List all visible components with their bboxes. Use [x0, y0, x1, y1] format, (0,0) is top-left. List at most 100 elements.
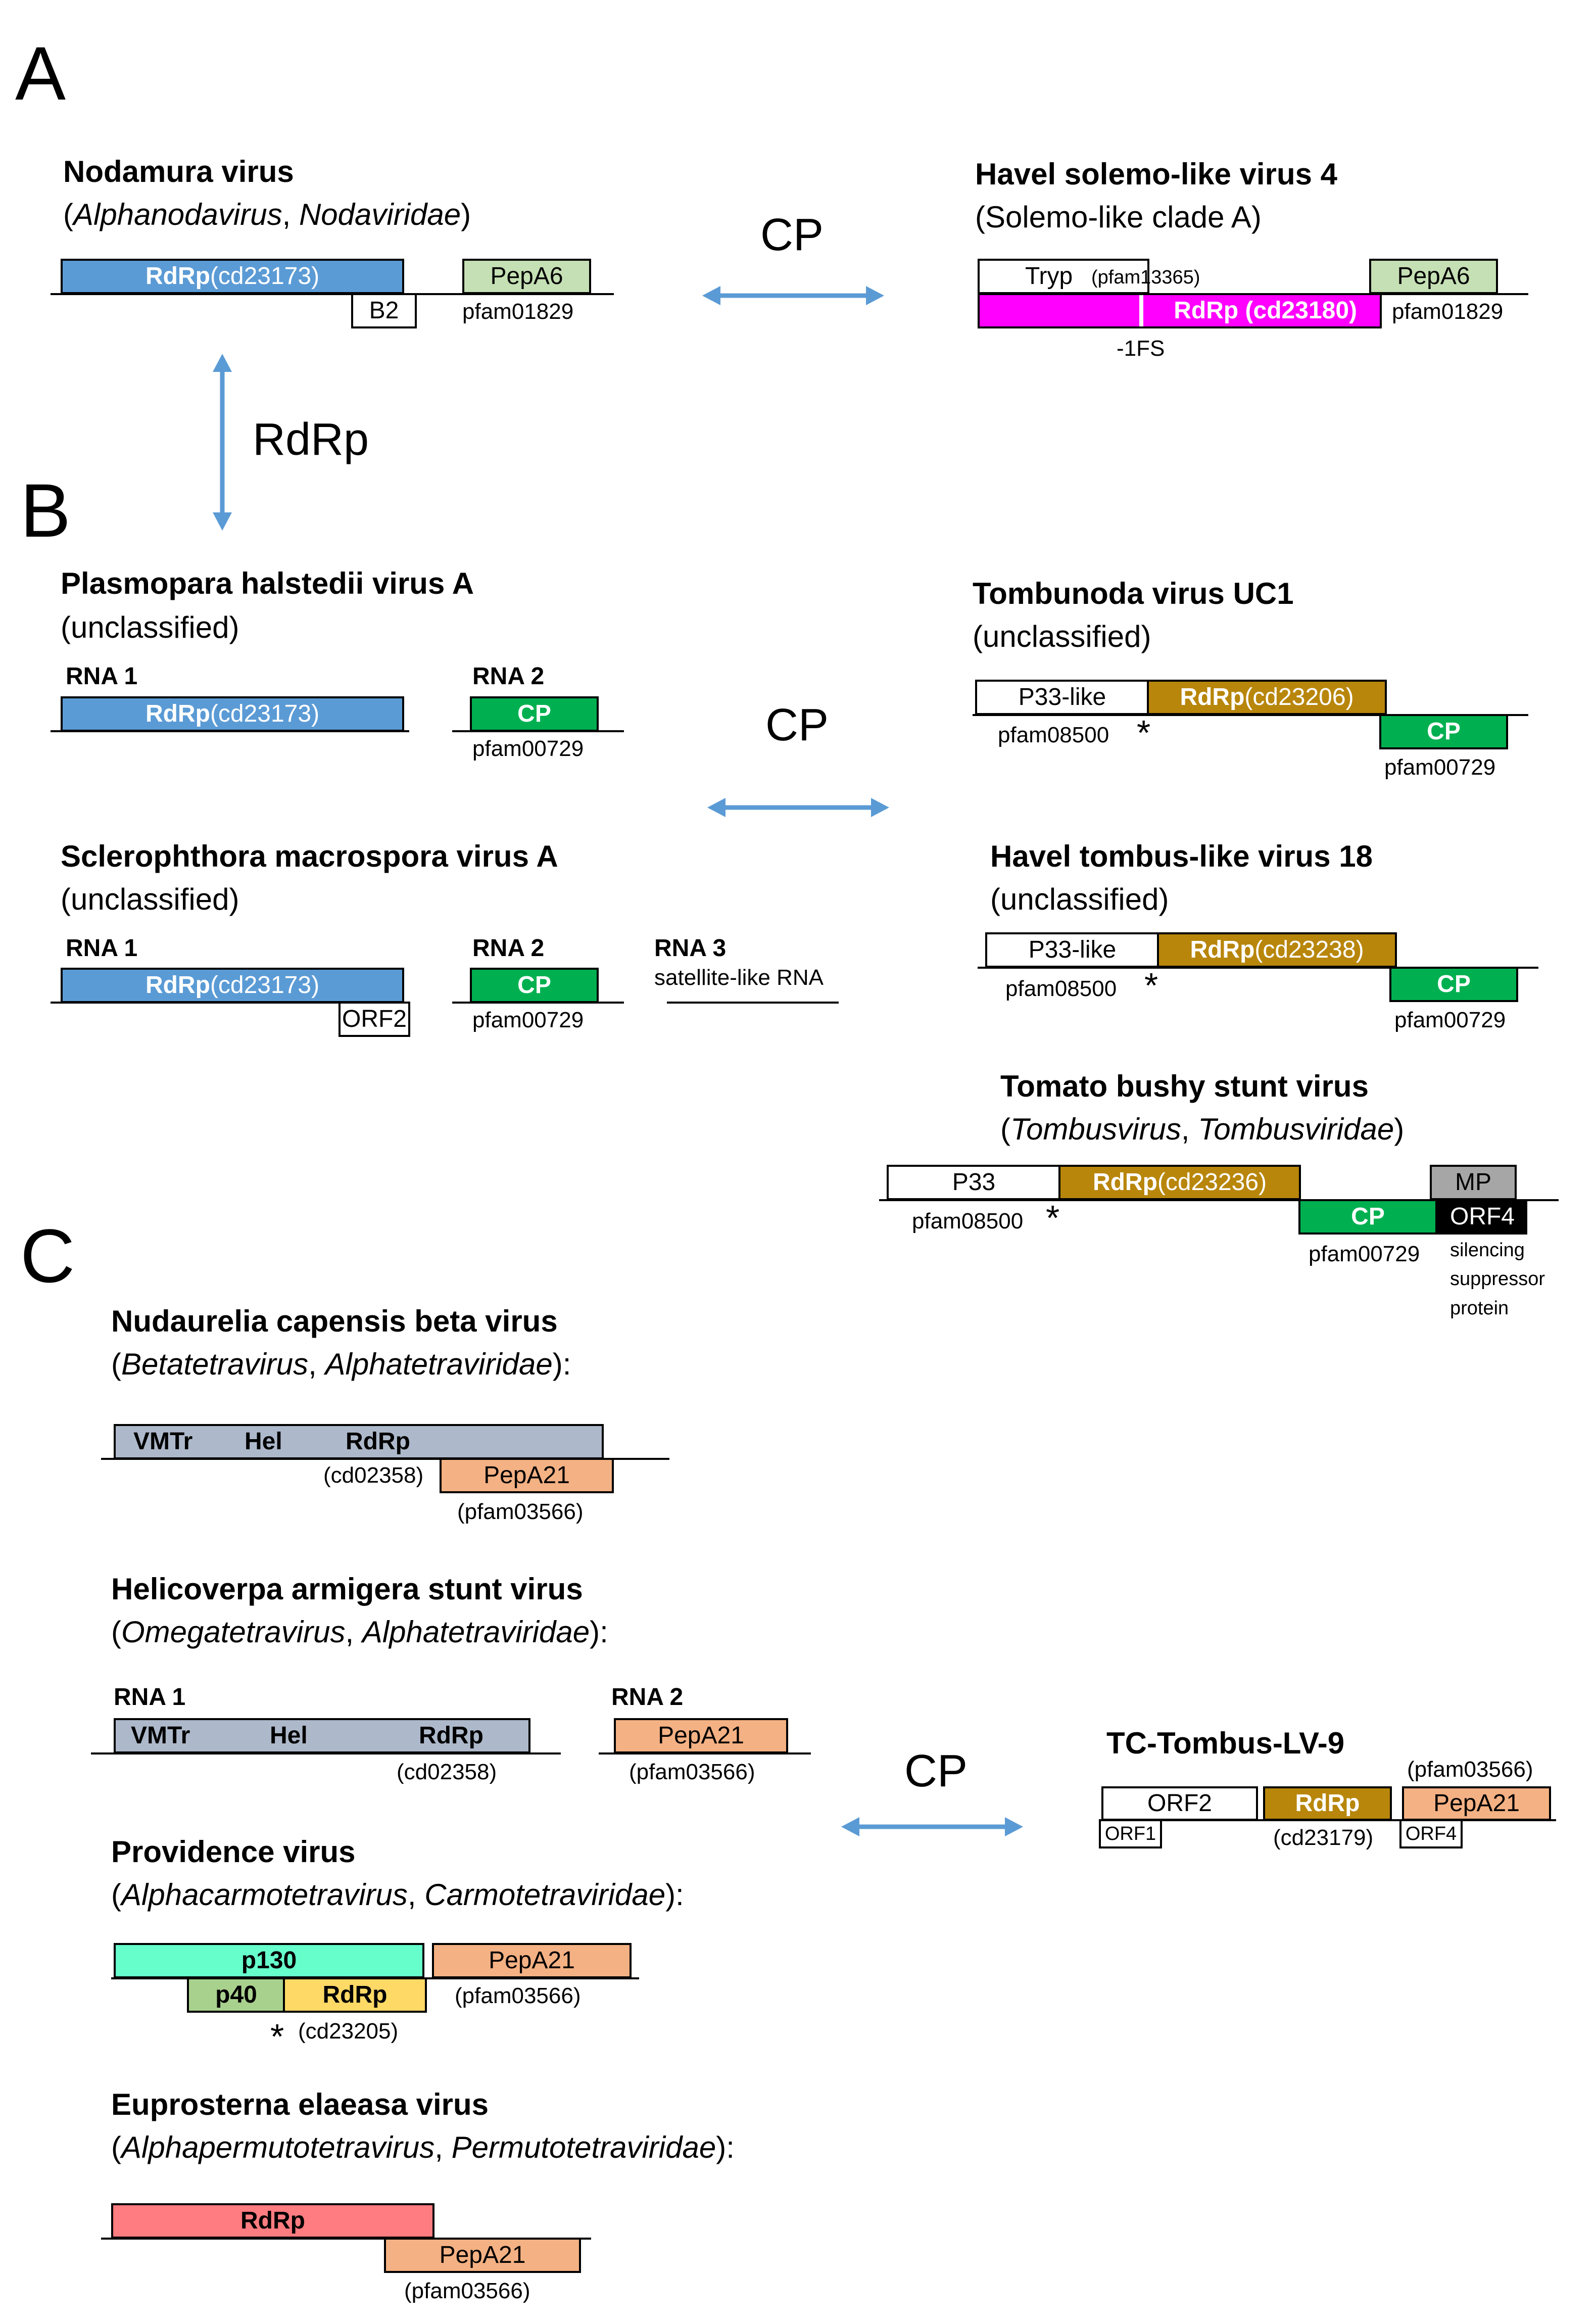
rdrp-domain: RdRp (cd23173)	[61, 968, 404, 1003]
pepa6-domain: PepA6	[462, 259, 591, 294]
virus-taxonomy-nudaurelia: (Betatetravirus, Alphatetraviridae):	[111, 1347, 571, 1381]
rdrp-domain: RdRp	[1263, 1786, 1392, 1821]
rdrp-domain-label: RdRp	[346, 1428, 410, 1455]
virus-name-havel-tombus-18: Havel tombus-like virus 18	[990, 839, 1373, 873]
pfam-id: pfam00729	[1394, 1008, 1506, 1032]
pfam-id: (pfam03566)	[457, 1499, 584, 1524]
p33-domain: P33	[887, 1165, 1061, 1200]
silencing-suppressor-label: silencing	[1450, 1240, 1525, 1261]
virus-name-euprosterna: Euprosterna elaeasa virus	[111, 2088, 489, 2121]
pepa21-domain: PepA21	[440, 1458, 614, 1493]
frameshift-label: -1FS	[1117, 336, 1165, 361]
virus-taxonomy-sclerophthora: (unclassified)	[61, 882, 239, 916]
rdrp-domain: RdRp (cd23180)	[978, 293, 1382, 328]
arrow-label-cp-b: CP	[765, 700, 829, 750]
orf4-domain: ORF4	[1437, 1199, 1527, 1235]
virus-name-tombunoda: Tombunoda virus UC1	[973, 577, 1294, 610]
virus-taxonomy-havel-tombus-18: (unclassified)	[990, 882, 1169, 916]
pepa21-domain: PepA21	[432, 1943, 632, 1978]
mp-domain: MP	[1430, 1165, 1517, 1200]
vmtr-domain-label: VMTr	[131, 1722, 190, 1749]
pfam-id: pfam00729	[472, 1008, 584, 1032]
orf-box-orf1: ORF1	[1099, 1819, 1162, 1848]
rna-label: RNA 2	[611, 1684, 684, 1711]
pfam-id: pfam08500	[1005, 976, 1117, 1001]
virus-name-helicoverpa: Helicoverpa armigera stunt virus	[111, 1572, 583, 1606]
p33-like-domain: P33-like	[985, 932, 1159, 968]
orf-box-orf2: ORF2	[338, 1002, 410, 1037]
asterisk-marker: *	[270, 2017, 284, 2056]
rdrp-domain: RdRp (cd23173)	[61, 696, 404, 732]
cd-id: (cd23179)	[1273, 1825, 1374, 1850]
genome-line	[667, 1002, 839, 1004]
virus-name-providence: Providence virus	[111, 1835, 356, 1869]
rdrp-domain: RdRp (cd23236)	[1058, 1165, 1301, 1200]
rna-label: RNA 1	[114, 1684, 186, 1711]
cd-id: (cd02358)	[323, 1463, 424, 1488]
genome-line	[101, 2238, 591, 2240]
cp-domain: CP	[1389, 967, 1518, 1002]
arrow-label-cp-a: CP	[760, 210, 824, 260]
double-arrow-icon	[213, 354, 232, 531]
rna-label: RNA 1	[66, 935, 138, 962]
orf2-domain: ORF2	[1101, 1786, 1258, 1821]
genome-line	[978, 967, 1538, 969]
virus-taxonomy-tombunoda: (unclassified)	[973, 620, 1151, 653]
p130-domain: p130	[114, 1943, 424, 1978]
cp-domain: CP	[470, 696, 599, 732]
cp-domain: CP	[1298, 1199, 1437, 1235]
satellite-label: satellite-like RNA	[654, 965, 824, 990]
virus-taxonomy-providence: (Alphacarmotetravirus, Carmotetraviridae…	[111, 1878, 684, 1912]
vmtr-domain-label: VMTr	[133, 1428, 193, 1455]
rna-label: RNA 3	[654, 935, 727, 962]
silencing-suppressor-label: protein	[1450, 1298, 1509, 1319]
pfam-id: pfam08500	[998, 723, 1109, 747]
pfam-id: (pfam03566)	[629, 1760, 755, 1784]
virus-taxonomy-euprosterna: (Alphapermutotetravirus, Permutotetravir…	[111, 2130, 735, 2164]
hel-domain-label: Hel	[245, 1428, 282, 1455]
virus-taxonomy-nodamura: (Alphanodavirus, Nodaviridae)	[63, 198, 471, 231]
pepa21-domain: PepA21	[1402, 1786, 1551, 1821]
virus-name-havel-solemo-4: Havel solemo-like virus 4	[975, 157, 1338, 191]
pfam-id: (pfam13365)	[1091, 267, 1200, 288]
rdrp-domain-label: RdRp	[419, 1722, 483, 1749]
pfam-id: (pfam03566)	[455, 1983, 581, 2008]
hel-domain-label: Hel	[270, 1722, 308, 1749]
rdrp-domain: RdRp	[283, 1977, 427, 2013]
genome-line	[973, 714, 1528, 716]
virus-name-nudaurelia: Nudaurelia capensis beta virus	[111, 1304, 558, 1338]
genome-line	[879, 1199, 1559, 1201]
double-arrow-icon	[702, 286, 884, 305]
rdrp-domain: RdRp	[111, 2203, 434, 2239]
pfam-id: pfam01829	[1392, 299, 1504, 324]
panel-label-b: B	[20, 468, 71, 553]
rna-label: RNA 2	[472, 935, 545, 962]
frameshift-marker	[1139, 295, 1143, 326]
pepa21-domain: PepA21	[614, 1718, 788, 1753]
genome-line	[91, 1752, 561, 1754]
double-arrow-icon	[707, 798, 889, 817]
virus-name-tbsv: Tomato bushy stunt virus	[1000, 1069, 1369, 1103]
pfam-id: pfam00729	[1309, 1242, 1420, 1266]
panel-label-a: A	[15, 31, 66, 116]
virus-name-sclerophthora: Sclerophthora macrospora virus A	[61, 839, 558, 873]
virus-taxonomy-plasmopara: (unclassified)	[61, 610, 239, 644]
rna-label: RNA 1	[66, 663, 138, 690]
virus-taxonomy-helicoverpa: (Omegatetravirus, Alphatetraviridae):	[111, 1615, 608, 1649]
pfam-id: pfam08500	[912, 1209, 1024, 1234]
asterisk-marker: *	[1046, 1198, 1060, 1238]
double-arrow-icon	[841, 1817, 1023, 1836]
rdrp-domain: RdRp (cd23238)	[1157, 932, 1397, 968]
pepa6-domain: PepA6	[1369, 259, 1498, 294]
asterisk-marker: *	[1137, 713, 1151, 752]
orf-box-orf4: ORF4	[1399, 1819, 1463, 1848]
rna-label: RNA 2	[472, 663, 545, 690]
virus-taxonomy-havel-solemo-4: (Solemo-like clade A)	[975, 200, 1262, 234]
pfam-id: pfam01829	[462, 299, 574, 324]
pfam-id: (pfam03566)	[1407, 1757, 1533, 1782]
genome-line	[599, 1752, 811, 1754]
asterisk-marker: *	[1144, 966, 1158, 1005]
silencing-suppressor-label: suppressor	[1450, 1268, 1545, 1290]
arrow-label-rdrp: RdRp	[253, 414, 369, 465]
pepa21-domain: PepA21	[384, 2238, 581, 2273]
